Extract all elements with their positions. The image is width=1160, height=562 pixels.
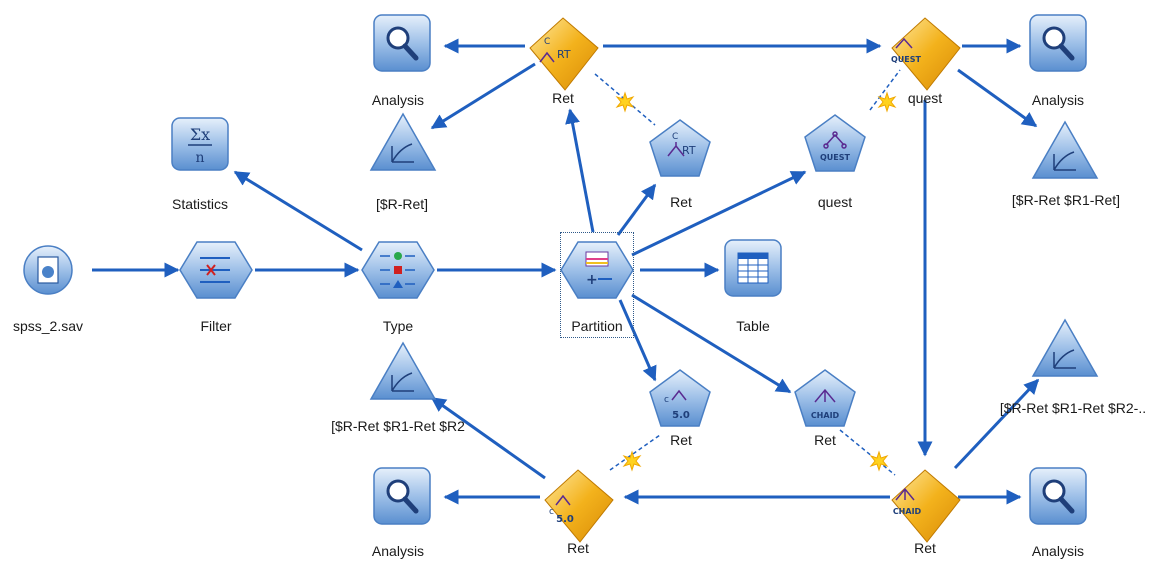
svg-text:CHAID: CHAID	[893, 507, 922, 516]
svg-text:RT: RT	[557, 48, 571, 61]
quest-model-builder-node[interactable]: QUEST	[804, 114, 866, 172]
analysis-node-bottom-right[interactable]	[1029, 467, 1087, 525]
svg-text:+: +	[586, 272, 598, 288]
magnifier-icon	[1042, 479, 1075, 514]
c50-nugget-icon: c 5.0	[549, 494, 574, 525]
spss-source-node[interactable]	[23, 245, 73, 295]
c50-nugget-node[interactable]: c 5.0	[544, 469, 614, 543]
node-label: Ret	[670, 432, 692, 448]
svg-text:n: n	[195, 150, 204, 166]
statistics-node[interactable]: Σx n	[171, 117, 229, 171]
node-label: [$R-Ret $R1-Ret $R2	[331, 418, 465, 434]
link-quest-nugget-eval	[957, 68, 1038, 128]
node-label: spss_2.sav	[12, 318, 84, 334]
analysis-node-bottom-left[interactable]	[373, 467, 431, 525]
sigma-icon: Σx	[190, 125, 210, 144]
svg-text:QUEST: QUEST	[891, 55, 922, 64]
filter-node[interactable]	[179, 241, 253, 299]
node-label: Ret	[567, 540, 589, 556]
evaluation-icon	[1053, 349, 1076, 369]
chaid-nugget-icon: CHAID	[893, 487, 922, 516]
link-partition-c50-model	[618, 299, 657, 382]
svg-text:5.0: 5.0	[556, 514, 574, 525]
link-partition-cart-nugget	[565, 108, 595, 233]
svg-text:c: c	[549, 507, 554, 517]
evaluation-icon	[1053, 151, 1076, 171]
c50-icon	[671, 389, 687, 401]
node-label: Analysis	[1031, 543, 1085, 559]
node-label: quest	[817, 194, 853, 210]
svg-text:RT: RT	[682, 144, 696, 157]
partition-selection	[560, 232, 634, 338]
node-label: Ret	[814, 432, 836, 448]
model-links	[594, 69, 901, 476]
evaluation-node-bottom-right[interactable]	[1031, 318, 1099, 377]
chaid-icon	[814, 388, 836, 403]
node-label: Ret	[670, 194, 692, 210]
link-partition-cart-model	[616, 183, 657, 236]
magnifier-icon	[386, 26, 419, 61]
node-label: Type	[382, 318, 414, 334]
chaid-nugget-node[interactable]: CHAID	[891, 469, 961, 543]
quest-icon	[823, 131, 847, 149]
magnifier-icon	[1042, 26, 1075, 61]
partition-node[interactable]: +	[560, 241, 634, 299]
cart-nugget-icon: C RT	[539, 37, 571, 63]
connections	[92, 38, 1040, 505]
node-label: Filter	[200, 318, 232, 334]
node-label: Analysis	[1031, 92, 1085, 108]
evaluation-node-top-right[interactable]	[1031, 120, 1099, 179]
link-c50-nugget-eval	[430, 396, 546, 480]
link-partition-quest-model	[631, 170, 807, 257]
svg-text:5.0: 5.0	[672, 410, 690, 421]
quest-nugget-icon: QUEST	[891, 37, 922, 64]
node-label: [$R-Ret $R1-Ret $R2-..	[999, 400, 1147, 416]
svg-text:C: C	[544, 37, 550, 47]
cart-nugget-node[interactable]: C RT	[529, 17, 599, 91]
evaluation-node-bottom-left[interactable]	[369, 341, 437, 400]
svg-text:C: C	[672, 132, 678, 142]
node-label: Analysis	[371, 92, 425, 108]
node-label: Ret	[914, 540, 936, 556]
node-label: Analysis	[371, 543, 425, 559]
spark-icon	[615, 91, 635, 113]
table-node[interactable]	[724, 239, 782, 297]
type-node[interactable]	[361, 241, 435, 299]
sparkles	[615, 91, 897, 472]
type-icon	[380, 252, 415, 288]
analysis-node-top-right[interactable]	[1029, 14, 1087, 72]
cart-icon	[667, 142, 685, 157]
cart-model-builder-node[interactable]: C RT	[649, 119, 711, 177]
node-label: Ret	[552, 90, 574, 106]
svg-text:CHAID: CHAID	[811, 411, 840, 420]
node-label: [$R-Ret]	[375, 196, 429, 212]
evaluation-icon	[391, 143, 414, 163]
chaid-model-builder-node[interactable]: CHAID	[794, 369, 856, 427]
node-label: Partition	[571, 318, 623, 334]
spark-icon	[869, 450, 889, 472]
analysis-node-top-left[interactable]	[373, 14, 431, 72]
link-cart-nugget-eval	[430, 62, 536, 130]
node-label: quest	[907, 90, 943, 106]
quest-nugget-node[interactable]: QUEST	[891, 17, 961, 91]
link-partition-chaid-model	[631, 293, 792, 394]
magnifier-icon	[386, 479, 419, 514]
node-label: Statistics	[171, 196, 229, 212]
partition-icon: +	[585, 251, 612, 288]
svg-text:QUEST: QUEST	[820, 153, 851, 162]
table-icon	[737, 252, 769, 284]
spark-icon	[622, 450, 642, 472]
node-label: Table	[736, 318, 770, 334]
link-chaid-nugget-eval	[953, 378, 1040, 470]
svg-text:c: c	[664, 395, 669, 405]
link-type-statistics	[233, 170, 363, 252]
evaluation-icon	[391, 372, 414, 392]
spark-icon	[877, 91, 897, 113]
evaluation-node-top-left[interactable]	[369, 112, 437, 171]
node-label: [$R-Ret $R1-Ret]	[1011, 192, 1121, 208]
c50-model-builder-node[interactable]: c 5.0	[649, 369, 711, 427]
filter-icon	[200, 257, 230, 283]
